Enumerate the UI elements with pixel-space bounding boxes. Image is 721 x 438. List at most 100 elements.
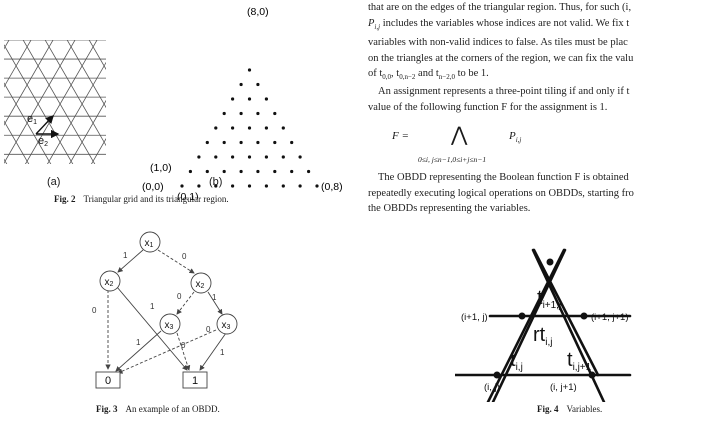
lattice-point: [247, 68, 252, 72]
lattice-point: [222, 140, 226, 145]
body-text-paragraph-3: The OBDD representing the Boolean functi…: [368, 170, 634, 217]
text-line: variables with non-valid indices to fals…: [368, 37, 628, 49]
grid-line: [91, 138, 106, 164]
tile-t-right: ti,j+1: [567, 349, 592, 373]
terminal-1: [182, 371, 208, 389]
lattice-point: [264, 97, 268, 101]
e2-label: e2: [38, 135, 48, 148]
lattice-point: [247, 126, 252, 130]
point-label-0-0: (0,0): [142, 181, 164, 193]
text-line: of t0,0, t0,n−2 and tn−2,0 to be 1.: [368, 68, 489, 82]
lattice-point: [247, 155, 252, 159]
lattice-point: [256, 140, 260, 145]
node-x3-left: [159, 313, 181, 335]
lattice-point: [239, 140, 243, 145]
lattice-point: [239, 82, 243, 87]
lattice-point: [281, 126, 285, 130]
basis-vectors: [35, 114, 60, 139]
fig2b-triangular-region: (8,0) (1,0) (0,0) (0,1) (0,8): [142, 6, 343, 200]
e1-label: e1: [27, 113, 37, 126]
node-x1: [139, 231, 161, 253]
text-line: the OBDDs representing the variables.: [368, 203, 531, 214]
lattice-point: [231, 155, 235, 159]
svg-text:0: 0: [92, 306, 97, 315]
formula-range: 0≤i, j≤n−1,0≤i+j≤n−1: [418, 155, 487, 164]
lattice-point: [273, 111, 277, 116]
vertex-i-j: [493, 371, 501, 379]
lattice-point: [231, 126, 235, 130]
lattice-point: [231, 97, 235, 101]
fig2-caption: Fig. 2 Triangular grid and its triangular…: [54, 194, 229, 204]
svg-text:1: 1: [192, 375, 198, 387]
fig4-caption: Fig. 4 Variables.: [537, 404, 602, 414]
grid-line: [4, 40, 10, 50]
svg-text:x2: x2: [196, 279, 205, 290]
svg-text:0: 0: [105, 375, 111, 387]
svg-text:1: 1: [136, 338, 141, 347]
lattice-point: [256, 169, 260, 174]
body-text-paragraph-2: An assignment represents a three-point t…: [368, 84, 630, 115]
text-line: repeatedly executing logical operations …: [368, 187, 634, 199]
lattice-point: [290, 140, 294, 145]
lattice-point: [264, 184, 268, 188]
text-line: value of the following function F for th…: [368, 101, 608, 113]
lattice-point: [180, 184, 184, 188]
lattice-point: [273, 169, 277, 174]
svg-text:1: 1: [212, 293, 217, 302]
lattice-point: [239, 111, 243, 116]
lattice-point: [205, 140, 209, 145]
grid-line: [4, 158, 8, 164]
svg-text:x1: x1: [145, 238, 154, 249]
lattice-point: [205, 169, 209, 174]
vertex-i1-j1: [580, 312, 588, 320]
lattice-point: [214, 155, 218, 159]
fig2-caption-text: Triangular grid and its triangular regio…: [83, 194, 229, 204]
svg-text:0: 0: [177, 292, 182, 301]
fig2b-label: (b): [209, 176, 223, 188]
lattice-point: [222, 111, 226, 116]
lattice-point: [315, 184, 319, 188]
fig4-caption-number: Fig. 4: [537, 404, 559, 414]
svg-text:0: 0: [206, 325, 211, 334]
lattice-point: [197, 155, 201, 159]
lattice-point: [247, 184, 252, 188]
fig2a-triangular-grid: e1 e2: [4, 40, 106, 164]
vertex-label-i-j: (i, j): [484, 382, 500, 393]
lattice-point: [281, 184, 285, 188]
fig4-variables: ti+1,j rti,j ti,j ti,j+1 (i+1, j) (i+1, …: [455, 248, 632, 402]
fig2-caption-number: Fig. 2: [54, 194, 76, 204]
formula-conjunction: ⋀: [451, 124, 468, 146]
lattice-point: [281, 155, 285, 159]
lattice-point: [222, 169, 226, 174]
vertex-i1-j: [518, 312, 526, 320]
fig4-caption-text: Variables.: [566, 404, 603, 414]
lattice-point: [290, 169, 294, 174]
fig3-caption-text: An example of an OBDD.: [125, 404, 220, 414]
point-label-8-0: (8,0): [247, 6, 269, 18]
lattice-point: [273, 140, 277, 145]
vertex-label-i1-j: (i+1, j): [461, 312, 488, 323]
grid-line: [4, 82, 52, 164]
vertex-top: [546, 258, 554, 266]
svg-text:x3: x3: [165, 320, 174, 331]
grid-line: [44, 40, 106, 147]
fig3-caption-number: Fig. 3: [96, 404, 118, 414]
lattice-point: [247, 97, 252, 101]
text-line: Pi,j includes the variables whose indice…: [368, 17, 630, 31]
point-label-0-8: (0,8): [321, 181, 343, 193]
grid-line: [22, 40, 96, 164]
lattice-point: [239, 169, 243, 174]
grid-line: [69, 99, 106, 164]
node-x2-left: [99, 270, 121, 292]
lattice-point: [256, 82, 260, 87]
svg-text:1: 1: [150, 302, 155, 311]
svg-text:x2: x2: [105, 277, 114, 288]
grid-line: [88, 40, 106, 70]
fig2a-label: (a): [47, 176, 61, 188]
point-label-1-0: (1,0): [150, 162, 172, 174]
grid-line: [66, 40, 106, 109]
tile-rt: rti,j: [533, 324, 552, 348]
fig3-obdd: x1 x2 x2 x3 x3 0 1 1 0 0 1 0 1 1 0 0 1: [92, 231, 238, 389]
text-line: An assignment represents a three-point t…: [378, 86, 630, 97]
svg-text:1: 1: [220, 348, 225, 357]
